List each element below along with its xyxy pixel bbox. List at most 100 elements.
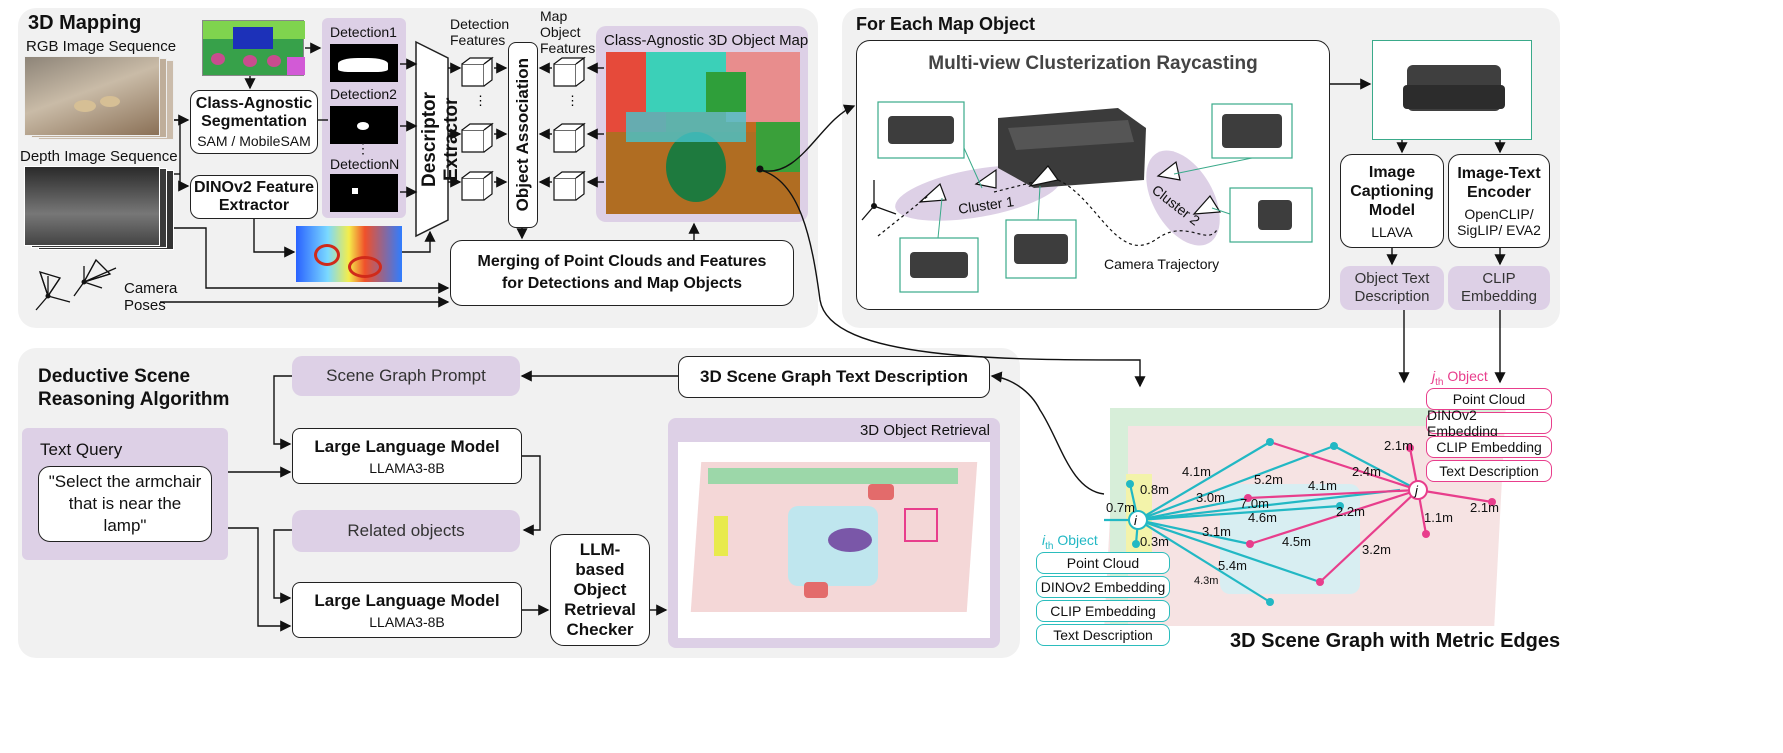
edge-label: 4.3m [1194, 575, 1218, 587]
edge-label: 4.1m [1308, 478, 1337, 493]
edge-label: 4.6m [1248, 510, 1277, 525]
ith-object-word: Object [1057, 532, 1098, 548]
jth-sub: th [1435, 376, 1444, 388]
trajectory-label: Camera Trajectory [1104, 256, 1220, 272]
rgb-label: RGB Image Sequence [26, 38, 177, 55]
query-input[interactable]: "Select the armchair that is near the la… [38, 466, 212, 542]
llm1-title: Large Language Model [314, 436, 500, 456]
scene-graph-text-box: 3D Scene Graph Text Description [678, 356, 990, 398]
node-i-label: i [1134, 513, 1138, 528]
encoder-title: Image-Text Encoder [1457, 165, 1541, 201]
i-attr-clip: CLIP Embedding [1036, 600, 1170, 622]
llm1-subtitle: LLAMA3-8B [369, 459, 445, 476]
svg-text:⋮: ⋮ [566, 93, 579, 108]
scene-graph-prompt-box: Scene Graph Prompt [292, 356, 520, 396]
detectionN-label: DetectionN [330, 156, 400, 172]
mapping-title: 3D Mapping [28, 12, 142, 34]
scene-graph-edges: i j 4.1m 5.2m 0.8m 0.7m 0.3m 3.0m 7.0m 4… [1104, 438, 1499, 606]
ith-object-label: ith Object [1042, 532, 1098, 552]
depth-label: Depth Image Sequence [20, 148, 178, 165]
edge-label: 2.1m [1384, 438, 1413, 453]
camera-poses-icon [35, 258, 117, 311]
dino-heatmap-image [296, 226, 402, 282]
i-attr-text: Text Description [1036, 624, 1170, 646]
map-object-features-label: Map Object Features [540, 8, 596, 56]
reasoning-title-line1: Deductive Scene [38, 366, 191, 387]
retrieval-label: 3D Object Retrieval [859, 422, 990, 439]
rgb-image-stack [24, 56, 174, 140]
edge-label: 4.5m [1282, 534, 1311, 549]
dino-title: DINOv2 Feature Extractor [193, 179, 315, 214]
llm2-title: Large Language Model [314, 590, 500, 610]
j-attr-point-cloud: Point Cloud [1426, 388, 1552, 410]
segmentation-sample-image [202, 20, 305, 76]
i-attr-dino: DINOv2 Embedding [1036, 576, 1170, 598]
camera-label: Camera [124, 280, 178, 297]
edge-label: 7.0m [1240, 496, 1269, 511]
object-text-box: Object Text Description [1340, 266, 1444, 310]
ith-sub: th [1045, 540, 1054, 552]
i-attr-point-cloud: Point Cloud [1036, 552, 1170, 574]
clip-embedding-box: CLIP Embedding [1448, 266, 1550, 310]
poses-label: Poses [124, 297, 166, 314]
detection1-label: Detection1 [330, 24, 397, 40]
edge-label: 0.7m [1106, 500, 1135, 515]
mapping-connectors: ⋮ ⋮ [160, 42, 700, 308]
edge-label: 3.0m [1196, 490, 1225, 505]
edge-label: 2.4m [1352, 464, 1381, 479]
each-title: For Each Map Object [856, 14, 1036, 34]
reasoning-title-line2: Reasoning Algorithm [38, 389, 230, 410]
detection-features-label: Detection Features [450, 16, 510, 48]
scene-graph-title: 3D Scene Graph with Metric Edges [1230, 630, 1561, 652]
checker-label: LLM-based Object Retrieval Checker [564, 540, 636, 639]
object-association-box: Object Association [508, 42, 538, 228]
edge-label: 2.2m [1336, 504, 1365, 519]
edge-label: 3.1m [1202, 524, 1231, 539]
edge-label: 5.4m [1218, 558, 1247, 573]
j-attr-text: Text Description [1426, 460, 1552, 482]
caption-title: Image Captioning Model [1350, 163, 1434, 219]
object-map-image [606, 52, 800, 214]
jth-object-word: Object [1447, 368, 1488, 384]
merging-box: Merging of Point Clouds and Features for… [450, 240, 794, 306]
caption-subtitle: LLAVA [1371, 223, 1413, 240]
text-query-label: Text Query [40, 440, 123, 459]
edge-label: 4.1m [1182, 464, 1211, 479]
raycast-illustration [861, 101, 1313, 293]
edge-label: 0.8m [1140, 482, 1169, 497]
edge-label: 0.3m [1140, 534, 1169, 549]
llm2-box: Large Language Model LLAMA3-8B [292, 582, 522, 638]
detectionN-mask [330, 174, 398, 212]
j-attr-clip: CLIP Embedding [1426, 436, 1552, 458]
node-j-label: j [1413, 483, 1419, 498]
segmentation-subtitle: SAM / MobileSAM [197, 133, 311, 149]
edge-label: 3.2m [1362, 542, 1391, 557]
merging-line1: Merging of Point Clouds and Features [477, 253, 767, 270]
descriptor-extractor-shape [415, 40, 449, 238]
jth-object-label: jth Object [1432, 368, 1488, 388]
reasoning-connectors [228, 370, 678, 632]
edge-label: 1.1m [1424, 510, 1453, 525]
object-map-label: Class-Agnostic 3D Object Map [604, 32, 809, 49]
caption-box: Image Captioning Model LLAVA [1340, 154, 1444, 248]
segmentation-title: Class-Agnostic Segmentation [195, 95, 313, 130]
merging-line2: for Detections and Map Objects [501, 275, 743, 292]
retrieval-image [678, 442, 990, 638]
query-text: "Select the armchair that is near the la… [48, 472, 202, 535]
svg-text:⋮: ⋮ [474, 93, 487, 108]
encoder-subtitle: OpenCLIP/ SigLIP/ EVA2 [1457, 206, 1541, 238]
detection1-mask [330, 44, 398, 82]
jth-index: j [1432, 368, 1436, 384]
encoder-box: Image-Text Encoder OpenCLIP/ SigLIP/ EVA… [1448, 154, 1550, 248]
checker-box: LLM-based Object Retrieval Checker [550, 534, 650, 646]
raycast-title: Multi-view Clusterization Raycasting [928, 53, 1258, 74]
edge-label: 2.1m [1470, 500, 1499, 515]
dino-box: DINOv2 Feature Extractor [190, 175, 318, 219]
related-objects-box: Related objects [292, 510, 520, 552]
depth-image-stack [24, 166, 174, 250]
object-thumbnail-image [1372, 40, 1532, 140]
segmentation-box: Class-Agnostic Segmentation SAM / Mobile… [190, 90, 318, 154]
scene-graph-text-label: 3D Scene Graph Text Description [700, 367, 968, 386]
detection2-label: Detection2 [330, 86, 397, 102]
